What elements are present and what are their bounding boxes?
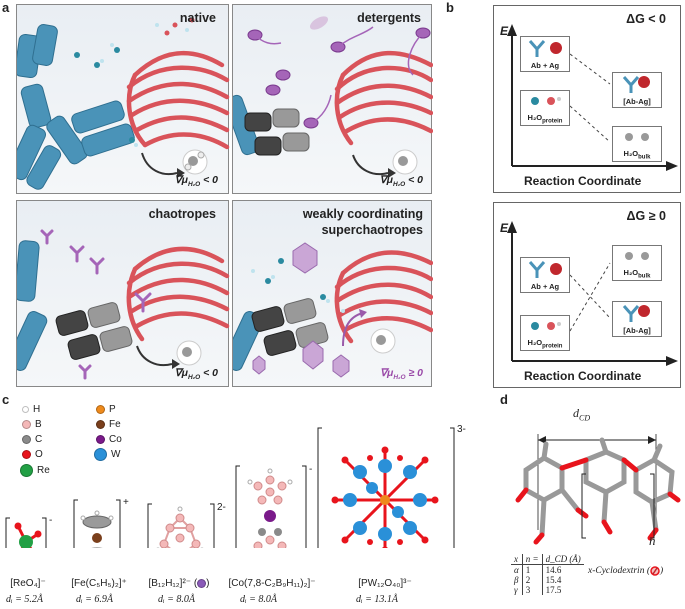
table-row: α 1 14.6 <box>511 564 584 575</box>
cyclodextrin-n: n <box>649 533 656 548</box>
b12h12-name: [B₁₂H₁₂]²⁻ () <box>148 578 210 589</box>
tungsten-dot-icon <box>94 448 107 461</box>
energy-top-axes <box>507 24 678 171</box>
water-protein-icon <box>531 322 561 330</box>
pw12o40-structure <box>317 427 455 548</box>
superchaotropes-illustration <box>233 242 433 378</box>
detergents-mu: ∇μH₂O < 0 <box>379 173 423 188</box>
panel-c-label: c <box>2 392 10 407</box>
cobaltabis-charge: - <box>309 464 313 475</box>
boron-dot-icon <box>22 420 31 429</box>
antibody-antigen-icon <box>528 40 562 57</box>
chaotropes-title: chaotropes <box>148 207 216 221</box>
pw12o40-charge: 3- <box>457 424 466 435</box>
table-row: β 2 15.4 <box>511 575 584 585</box>
native-illustration <box>17 17 230 190</box>
superchaotropes-title-1: weakly coordinating <box>302 207 423 221</box>
cobaltabis-structure <box>235 465 307 548</box>
panel-detergents: detergents ∇μH₂O < 0 <box>232 4 433 194</box>
complex-icon <box>622 76 650 93</box>
b12h12-structure <box>147 503 215 548</box>
legend-fe: Fe <box>96 419 121 430</box>
reo4-name: [ReO₄]⁻ <box>10 578 46 589</box>
legend-h: H <box>22 404 40 415</box>
legend-p: P <box>96 404 116 415</box>
superchaotropes-title-2: superchaotropes <box>321 223 423 237</box>
chaotropes-mu: ∇μH₂O < 0 <box>174 366 218 381</box>
cyclodextrin-ring-icon <box>650 566 660 576</box>
chaotropes-illustration <box>17 229 230 380</box>
energy-diagram-top: ΔG < 0 E Reaction Coordinate Ab + Ag H₂O… <box>493 5 681 193</box>
pw12o40-di: dᵢ = 13.1Å <box>356 594 398 605</box>
superchaotropes-mu: ∇μH₂O ≥ 0 <box>379 366 423 381</box>
box-ab-ag-top: Ab + Ag <box>520 36 570 72</box>
energy-diagram-bottom: ΔG ≥ 0 E Reaction Coordinate Ab + Ag H₂O… <box>493 202 681 388</box>
legend-o: O <box>22 449 43 460</box>
iron-dot-icon <box>96 420 105 429</box>
complex-icon <box>622 305 650 322</box>
legend-w: W <box>94 448 120 461</box>
ferrocene-structure <box>73 499 121 548</box>
ferrocene-charge: + <box>123 497 129 508</box>
native-title: native <box>179 11 216 25</box>
energy-top-title: ΔG < 0 <box>626 12 666 26</box>
b12h12-charge: 2- <box>217 502 226 513</box>
legend-co: Co <box>96 434 122 445</box>
panel-chaotropes: chaotropes ∇μH₂O < 0 <box>16 200 230 387</box>
cyclodextrin-dim-label: dCD <box>573 406 591 423</box>
cobaltabis-name: [Co(7,8-C₂B₉H₁₁)₂]⁻ <box>228 578 316 589</box>
panel-d-label: d <box>500 392 508 407</box>
box-water-protein-top: H₂Oprotein <box>520 90 570 126</box>
panel-native: native ∇μH₂O < 0 <box>16 4 230 194</box>
box-water-protein-bottom: H₂Oprotein <box>520 315 570 351</box>
ferrocene-di: dᵢ = 6.9Å <box>76 594 113 605</box>
reo4-charge: - <box>49 515 53 526</box>
antibody-antigen-icon <box>528 261 562 278</box>
energy-top-y-label: E <box>500 24 509 38</box>
panel-superchaotropes: weakly coordinating superchaotropes ∇μH₂… <box>232 200 433 387</box>
detergents-illustration <box>233 16 433 178</box>
water-bulk-icon <box>625 133 649 141</box>
energy-top-x-label: Reaction Coordinate <box>524 174 642 188</box>
panel-a-label: a <box>2 0 10 15</box>
legend-b: B <box>22 419 42 430</box>
hydrogen-dot-icon <box>22 406 29 413</box>
reo4-structure <box>5 517 47 548</box>
energy-bottom-x-label: Reaction Coordinate <box>524 369 642 383</box>
cyclodextrin-sphere-icon <box>197 578 207 588</box>
energy-bottom-title: ΔG ≥ 0 <box>626 209 666 223</box>
cyclodextrin-structure <box>515 434 681 545</box>
legend-c: C <box>22 434 42 445</box>
carbon-dot-icon <box>22 435 31 444</box>
ferrocene-name: [Fe(C₅H₅)₂]⁺ <box>71 578 127 589</box>
oxygen-dot-icon <box>22 450 31 459</box>
box-water-bulk-bottom: H₂Obulk <box>612 245 662 281</box>
box-water-bulk-top: H₂Obulk <box>612 126 662 162</box>
cobaltabis-di: dᵢ = 8.0Å <box>240 594 277 605</box>
rhenium-dot-icon <box>20 464 33 477</box>
box-ab-ag-bottom: Ab + Ag <box>520 257 570 293</box>
water-protein-icon <box>531 97 561 105</box>
energy-bottom-y-label: E <box>500 221 509 235</box>
native-mu: ∇μH₂O < 0 <box>174 173 218 188</box>
cyclodextrin-caption: x-Cyclodextrin () <box>588 566 664 577</box>
reo4-di: dᵢ = 5.2Å <box>6 594 43 605</box>
cyclodextrin-table: x n = d_CD (Å) α 1 14.6 β 2 15.4 γ 3 17.… <box>511 554 584 595</box>
legend-re: Re <box>20 464 50 477</box>
pw12o40-name: [PW₁₂O₄₀]³⁻ <box>358 578 412 589</box>
water-bulk-icon <box>625 252 649 260</box>
box-ab-ag-complex-top: [Ab-Ag] <box>612 72 662 108</box>
cobalt-dot-icon <box>96 435 105 444</box>
panel-b-label: b <box>446 0 454 15</box>
table-header-row: x n = d_CD (Å) <box>511 554 584 565</box>
structures-panel-c <box>5 427 455 548</box>
phosphorus-dot-icon <box>96 405 105 414</box>
detergents-title: detergents <box>357 11 421 25</box>
b12h12-di: dᵢ = 8.0Å <box>158 594 195 605</box>
table-row: γ 3 17.5 <box>511 585 584 595</box>
energy-bottom-axes <box>507 221 678 366</box>
box-ab-ag-complex-bottom: [Ab-Ag] <box>612 301 662 337</box>
